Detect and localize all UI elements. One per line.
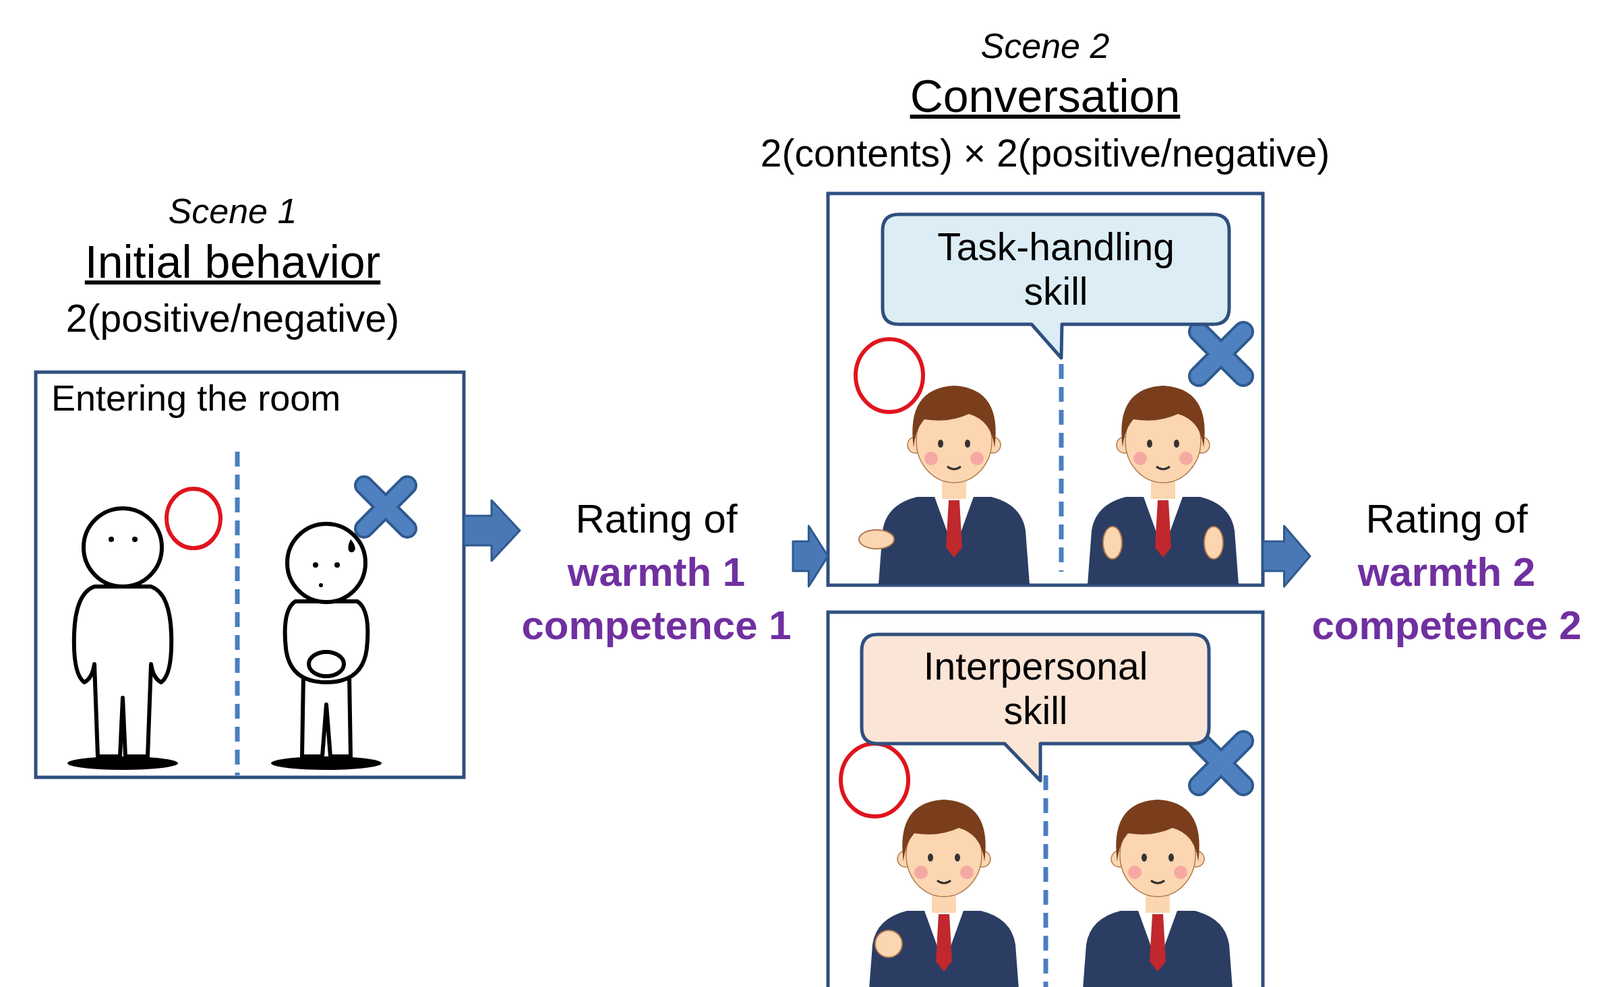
design-factor: 2(contents) × 2(positive/negative): [674, 130, 1416, 176]
businessman-figure: [868, 799, 1020, 987]
businessman-figure: [878, 385, 1030, 585]
businessman-figure: [1082, 799, 1234, 987]
scene-heading: Conversation: [674, 68, 1416, 125]
dashed-divider: [1059, 364, 1064, 572]
block-arrow: [792, 525, 828, 587]
stick-figure: [67, 508, 179, 770]
positive-mark: [855, 339, 924, 412]
hand: [1103, 526, 1122, 559]
stick-figure: [287, 523, 366, 603]
rating-text: Rating of: [1310, 492, 1584, 546]
stick-figure: [83, 508, 162, 587]
stick-figure: [132, 536, 138, 543]
negative-mark: [364, 485, 408, 529]
panel-border: [827, 193, 1263, 586]
negative-mark: [1198, 741, 1244, 786]
hand: [858, 529, 895, 549]
positive-mark: [166, 488, 221, 549]
scene-heading: Initial behavior: [35, 234, 430, 290]
speech-bubble: Interpersonal skill: [861, 634, 1209, 781]
stick-figure: [271, 523, 382, 770]
panel-border: [35, 372, 464, 778]
stick-figure: [271, 756, 382, 770]
hand: [1204, 526, 1224, 559]
stick-figure: [302, 674, 351, 757]
bubble-text: Task-handling skill: [921, 225, 1191, 314]
dashed-divider: [235, 451, 241, 776]
stick-figure: [347, 539, 356, 553]
hand: [875, 930, 903, 958]
box-title: Entering the room: [51, 376, 456, 421]
warmth-rating: warmth 2: [1310, 545, 1584, 599]
rating-label: Rating ofwarmth 1competence 1: [519, 492, 793, 653]
stick-figure: [67, 756, 179, 770]
stick-figure: [308, 652, 344, 677]
negative-mark: [364, 485, 408, 529]
stick-figure: [318, 583, 323, 588]
block-arrow: [463, 500, 520, 561]
stick-figure: [312, 562, 319, 568]
panel-border: [827, 612, 1263, 987]
competence-rating: competence 2: [1310, 598, 1584, 653]
negative-mark: [1198, 331, 1244, 377]
block-arrow: [1262, 525, 1311, 587]
stick-figure: [334, 562, 340, 568]
scene-label: Scene 1: [35, 190, 430, 232]
rating-text: Rating of: [519, 492, 793, 546]
positive-mark: [840, 743, 909, 817]
businessman-figure: [1087, 385, 1239, 585]
design-factor: 2(positive/negative): [22, 295, 443, 342]
stick-figure: [285, 601, 369, 683]
rating-label: Rating ofwarmth 2competence 2: [1310, 492, 1584, 653]
warmth-rating: warmth 1: [519, 545, 793, 599]
negative-mark: [1198, 741, 1244, 786]
negative-mark: [364, 485, 408, 529]
negative-mark: [1198, 331, 1244, 377]
scene-group: Scene 2Conversation2(contents) × 2(posit…: [827, 20, 1263, 987]
speech-bubble: Task-handling skill: [882, 214, 1230, 359]
bubble-text: Interpersonal skill: [900, 644, 1171, 733]
dashed-divider: [1043, 775, 1049, 987]
stick-figure: [108, 536, 114, 543]
competence-rating: competence 1: [519, 598, 793, 653]
scene-label: Scene 2: [674, 24, 1416, 67]
stick-figure: [74, 586, 172, 757]
bubble-shape: [882, 214, 1230, 359]
bubble-shape: [861, 634, 1209, 781]
scene-box: Scene 1Initial behavior2(positive/negati…: [35, 182, 464, 778]
